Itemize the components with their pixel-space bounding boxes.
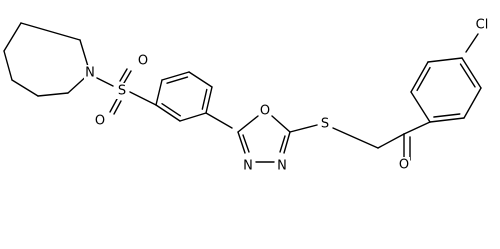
bond-s-o-top-a [119, 68, 128, 82]
atom-background [84, 65, 96, 81]
chlorophenyl-bond-1 [410, 61, 429, 93]
chlorophenyl-inner-2 [459, 63, 476, 88]
phenyl-inner-1 [166, 76, 189, 84]
oxadiazole-c2-o1 [237, 115, 259, 133]
atom-background [94, 113, 106, 129]
atom-symbol: Cl [476, 18, 489, 33]
atom-background [242, 158, 254, 174]
azepane-bond-1 [37, 92, 69, 97]
phenyl-bond-3 [205, 86, 213, 114]
bond-co-aryl [403, 121, 431, 135]
bond-s-o-top-b [123, 70, 132, 84]
atom-o-oxadiazole: O [259, 103, 271, 119]
atom-cl: Cl [473, 17, 491, 33]
bond-s-o-bottom-a [109, 98, 118, 113]
bond-s-phenyl [129, 91, 157, 106]
oxadiazole-n3-c2 [237, 131, 246, 154]
bond-ch2-co [377, 133, 405, 149]
bond-c-cl [465, 33, 479, 53]
atom-symbol: O [138, 54, 148, 69]
azepane-bond-2 [11, 79, 39, 97]
atom-n-oxadiazole-left: N [242, 158, 254, 174]
atom-o-sulfonyl-bottom: O [94, 113, 106, 129]
chlorophenyl-bond-5 [429, 117, 465, 123]
oxadiazole-n3-c2-inner [242, 134, 250, 153]
phenyl-bond-2 [188, 71, 213, 88]
oxadiazole-c5-n4 [283, 131, 291, 154]
atom-s-sulfonyl: S [116, 83, 128, 99]
atom-background [116, 83, 128, 99]
chlorophenyl-bond-0 [410, 91, 431, 123]
atom-symbol: S [118, 84, 126, 99]
azepane-bond-0 [67, 76, 87, 94]
atom-background [398, 157, 410, 173]
bond-s-ch2 [332, 127, 379, 149]
atom-background [137, 53, 149, 69]
bond-layer [3, 22, 482, 163]
azepane-bond-5 [20, 22, 81, 41]
bond-n-s [96, 77, 114, 87]
atom-n-ring: N [84, 65, 96, 81]
chlorophenyl-bond-4 [463, 87, 482, 119]
bond-phenyl-oxadiazole [205, 112, 233, 129]
phenyl-bond-4 [179, 112, 207, 122]
atom-symbol: O [95, 114, 105, 129]
atom-background [259, 103, 271, 119]
phenyl-inner-2 [201, 88, 208, 110]
phenyl-bond-1 [161, 71, 190, 81]
atom-s-thioether: S [319, 116, 331, 132]
chlorophenyl-bond-3 [461, 57, 482, 89]
atom-symbol: N [85, 66, 95, 81]
atom-symbol: O [399, 158, 409, 173]
phenyl-inner-3 [161, 102, 182, 117]
chlorophenyl-inner-3 [433, 113, 461, 118]
atom-symbol: N [243, 159, 253, 174]
atom-symbol: O [260, 104, 270, 119]
bond-c5-s [289, 124, 318, 133]
atom-background [319, 116, 331, 132]
atom-symbol: S [321, 117, 329, 132]
atom-background [473, 17, 491, 33]
atom-o-sulfonyl-top: O [137, 53, 149, 69]
oxadiazole-o1-c5 [271, 115, 291, 133]
azepane-bond-3 [3, 50, 13, 81]
phenyl-bond-5 [155, 104, 181, 122]
atom-symbol: N [277, 159, 287, 174]
chlorophenyl-bond-2 [427, 57, 463, 63]
azepane-bond-6 [79, 39, 89, 68]
oxadiazole-c5-n4-inner [279, 135, 286, 153]
atom-n-oxadiazole-right: N [276, 158, 288, 174]
bond-s-o-bottom-b [113, 100, 122, 115]
azepane-bond-4 [3, 22, 22, 52]
chlorophenyl-inner-1 [416, 66, 431, 92]
atom-background [276, 158, 288, 174]
atom-o-ketone: O [398, 157, 410, 173]
phenyl-bond-0 [155, 79, 163, 106]
